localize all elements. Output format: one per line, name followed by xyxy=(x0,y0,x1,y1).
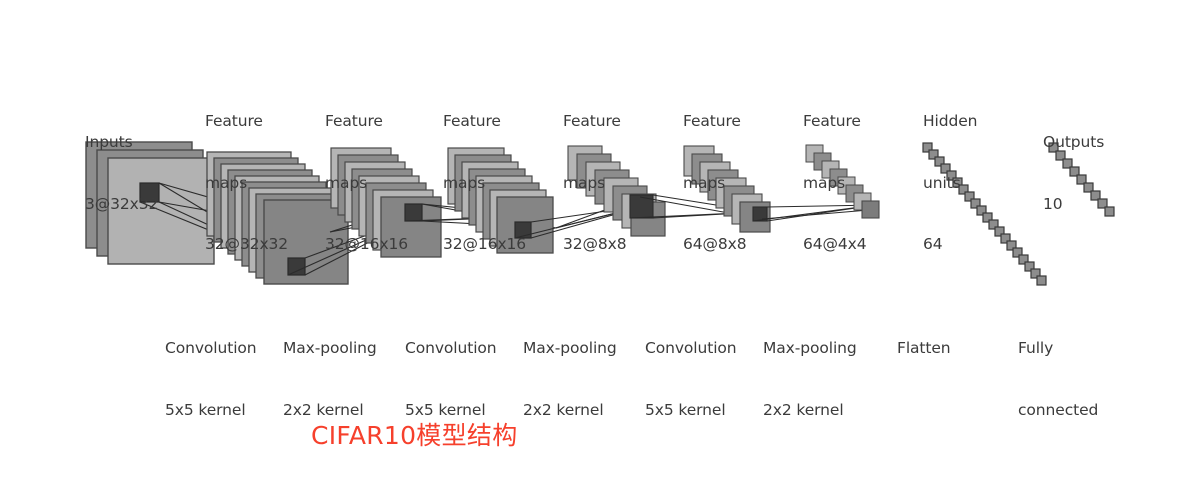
layer-title-pool3-maps: Feature xyxy=(803,112,861,130)
layer-label-conv1-maps: Feature maps 32@32x32 xyxy=(205,70,288,296)
layer-shape-pool3-maps: 64@4x4 xyxy=(803,235,867,253)
layer-graphic-pool3-maps xyxy=(805,144,880,219)
diagram-caption: CIFAR10模型结构 xyxy=(311,421,518,450)
op-label-flatten: Flatten xyxy=(897,297,951,400)
op-label-maxpooling-3: Max-pooling 2x2 kernel xyxy=(763,297,857,461)
layer-shape-pool2-maps: 32@8x8 xyxy=(563,235,627,253)
layer-title-conv3-maps: Feature xyxy=(683,112,741,130)
layer-subtitle-pool3-maps: maps xyxy=(803,173,846,192)
layer-shape-hidden-units: 64 xyxy=(923,235,943,253)
op-label-maxpooling-2: Max-pooling 2x2 kernel xyxy=(523,297,617,461)
op-label-convolution-3: Convolution 5x5 kernel xyxy=(645,297,737,461)
layer-shape-outputs: 10 xyxy=(1043,194,1063,213)
layer-graphic-hidden-units xyxy=(922,142,1047,286)
layer-title-conv1-maps: Feature xyxy=(205,112,263,130)
op-kernel-maxpooling-2: 2x2 kernel xyxy=(523,400,604,419)
layer-title-pool2-maps: Feature xyxy=(563,112,621,130)
layer-label-conv3-maps: Feature maps 64@8x8 xyxy=(683,70,747,296)
layer-label-outputs: Outputs 10 xyxy=(1043,91,1104,255)
layer-shape-pool1-maps: 32@16x16 xyxy=(325,235,409,253)
layer-title-pool1-maps: Feature xyxy=(325,112,383,130)
layer-graphic-outputs xyxy=(1048,142,1115,217)
layer-shape-inputs: 3@32x32 xyxy=(85,194,159,213)
receptive-field-conv2 xyxy=(514,221,532,239)
layer-label-hidden-units: Hidden units 64 xyxy=(923,70,978,296)
layer-subtitle-hidden-units: units xyxy=(923,173,961,192)
op-name-maxpooling-3: Max-pooling xyxy=(763,339,857,357)
receptive-field-inputs xyxy=(139,182,160,203)
op-label-fully-connected: Fully connected xyxy=(1018,297,1098,461)
layer-graphic-conv3-maps xyxy=(683,145,771,233)
op-kernel-fully-connected: connected xyxy=(1018,400,1099,419)
layer-subtitle-pool2-maps: maps xyxy=(563,173,606,192)
layer-label-pool3-maps: Feature maps 64@4x4 xyxy=(803,70,867,296)
layer-graphic-pool1-maps xyxy=(330,147,442,258)
layer-label-inputs: Inputs 3@32x32 xyxy=(85,91,158,255)
layer-title-hidden-units: Hidden xyxy=(923,112,978,130)
receptive-field-conv3 xyxy=(752,206,768,222)
layer-label-pool2-maps: Feature maps 32@8x8 xyxy=(563,70,627,296)
op-name-convolution-1: Convolution xyxy=(165,339,257,357)
op-label-maxpooling-1: Max-pooling 2x2 kernel xyxy=(283,297,377,461)
op-label-convolution-1: Convolution 5x5 kernel xyxy=(165,297,257,461)
op-name-maxpooling-2: Max-pooling xyxy=(523,339,617,357)
layer-subtitle-conv3-maps: maps xyxy=(683,173,726,192)
layer-graphic-conv2-maps xyxy=(447,147,554,254)
op-kernel-convolution-1: 5x5 kernel xyxy=(165,400,246,419)
op-name-maxpooling-1: Max-pooling xyxy=(283,339,377,357)
layer-subtitle-conv2-maps: maps xyxy=(443,173,486,192)
layer-graphic-pool2-maps xyxy=(567,145,666,237)
op-kernel-maxpooling-1: 2x2 kernel xyxy=(283,400,364,419)
layer-title-conv2-maps: Feature xyxy=(443,112,501,130)
layer-subtitle-conv1-maps: maps xyxy=(205,173,248,192)
op-kernel-convolution-3: 5x5 kernel xyxy=(645,400,726,419)
layer-shape-conv1-maps: 32@32x32 xyxy=(205,235,289,253)
op-label-convolution-2: Convolution 5x5 kernel xyxy=(405,297,497,461)
layer-title-inputs: Inputs xyxy=(85,133,133,151)
layer-title-outputs: Outputs xyxy=(1043,133,1105,151)
layer-subtitle-pool1-maps: maps xyxy=(325,173,368,192)
op-name-flatten: Flatten xyxy=(897,339,951,357)
op-kernel-maxpooling-3: 2x2 kernel xyxy=(763,400,844,419)
layer-label-conv2-maps: Feature maps 32@16x16 xyxy=(443,70,526,296)
layer-shape-conv3-maps: 64@8x8 xyxy=(683,235,747,253)
op-name-convolution-2: Convolution xyxy=(405,339,497,357)
layer-label-pool1-maps: Feature maps 32@16x16 xyxy=(325,70,408,296)
op-name-fully-connected: Fully xyxy=(1018,339,1054,357)
layer-graphic-conv1-maps xyxy=(206,151,349,285)
layer-shape-conv2-maps: 32@16x16 xyxy=(443,235,527,253)
op-kernel-convolution-2: 5x5 kernel xyxy=(405,400,486,419)
op-name-convolution-3: Convolution xyxy=(645,339,737,357)
receptive-field-conv1 xyxy=(287,257,306,276)
